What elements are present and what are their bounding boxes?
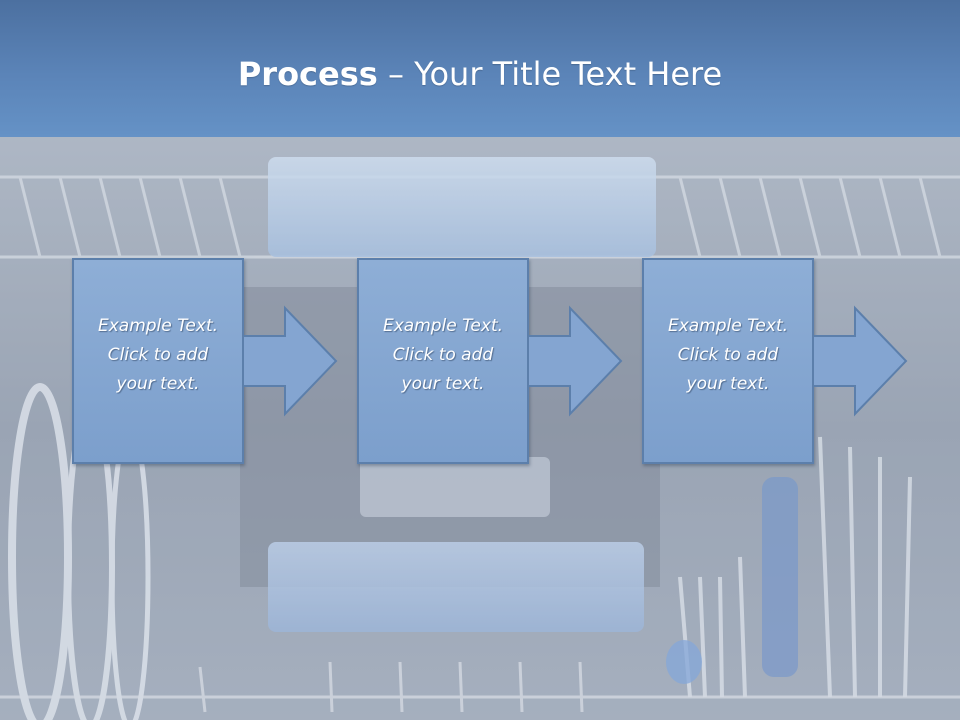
step-text-line: your text.: [686, 374, 770, 394]
process-step-1-text: Example Text. Click to add your text.: [74, 312, 242, 399]
step-text-line: Example Text.: [667, 316, 789, 336]
step-text-line: your text.: [116, 374, 200, 394]
step-text-line: Click to add: [392, 345, 494, 365]
slide-title[interactable]: Process – Your Title Text Here: [0, 52, 960, 96]
title-rest: Your Title Text Here: [414, 55, 723, 93]
process-arrow-2[interactable]: [527, 305, 624, 417]
process-step-2-box[interactable]: Example Text. Click to add your text.: [357, 258, 529, 464]
process-arrow-3[interactable]: [812, 305, 909, 417]
title-separator: –: [377, 55, 415, 93]
process-arrow-1[interactable]: [242, 305, 339, 417]
process-step-3-box[interactable]: Example Text. Click to add your text.: [642, 258, 814, 464]
process-step-1-box[interactable]: Example Text. Click to add your text.: [72, 258, 244, 464]
step-text-line: Click to add: [677, 345, 779, 365]
step-text-line: Example Text.: [97, 316, 219, 336]
step-text-line: Example Text.: [382, 316, 504, 336]
process-step-3-text: Example Text. Click to add your text.: [644, 312, 812, 399]
title-band: [0, 0, 960, 137]
title-bold-word: Process: [237, 55, 378, 93]
step-text-line: Click to add: [107, 345, 209, 365]
step-text-line: your text.: [401, 374, 485, 394]
process-step-2-text: Example Text. Click to add your text.: [359, 312, 527, 399]
